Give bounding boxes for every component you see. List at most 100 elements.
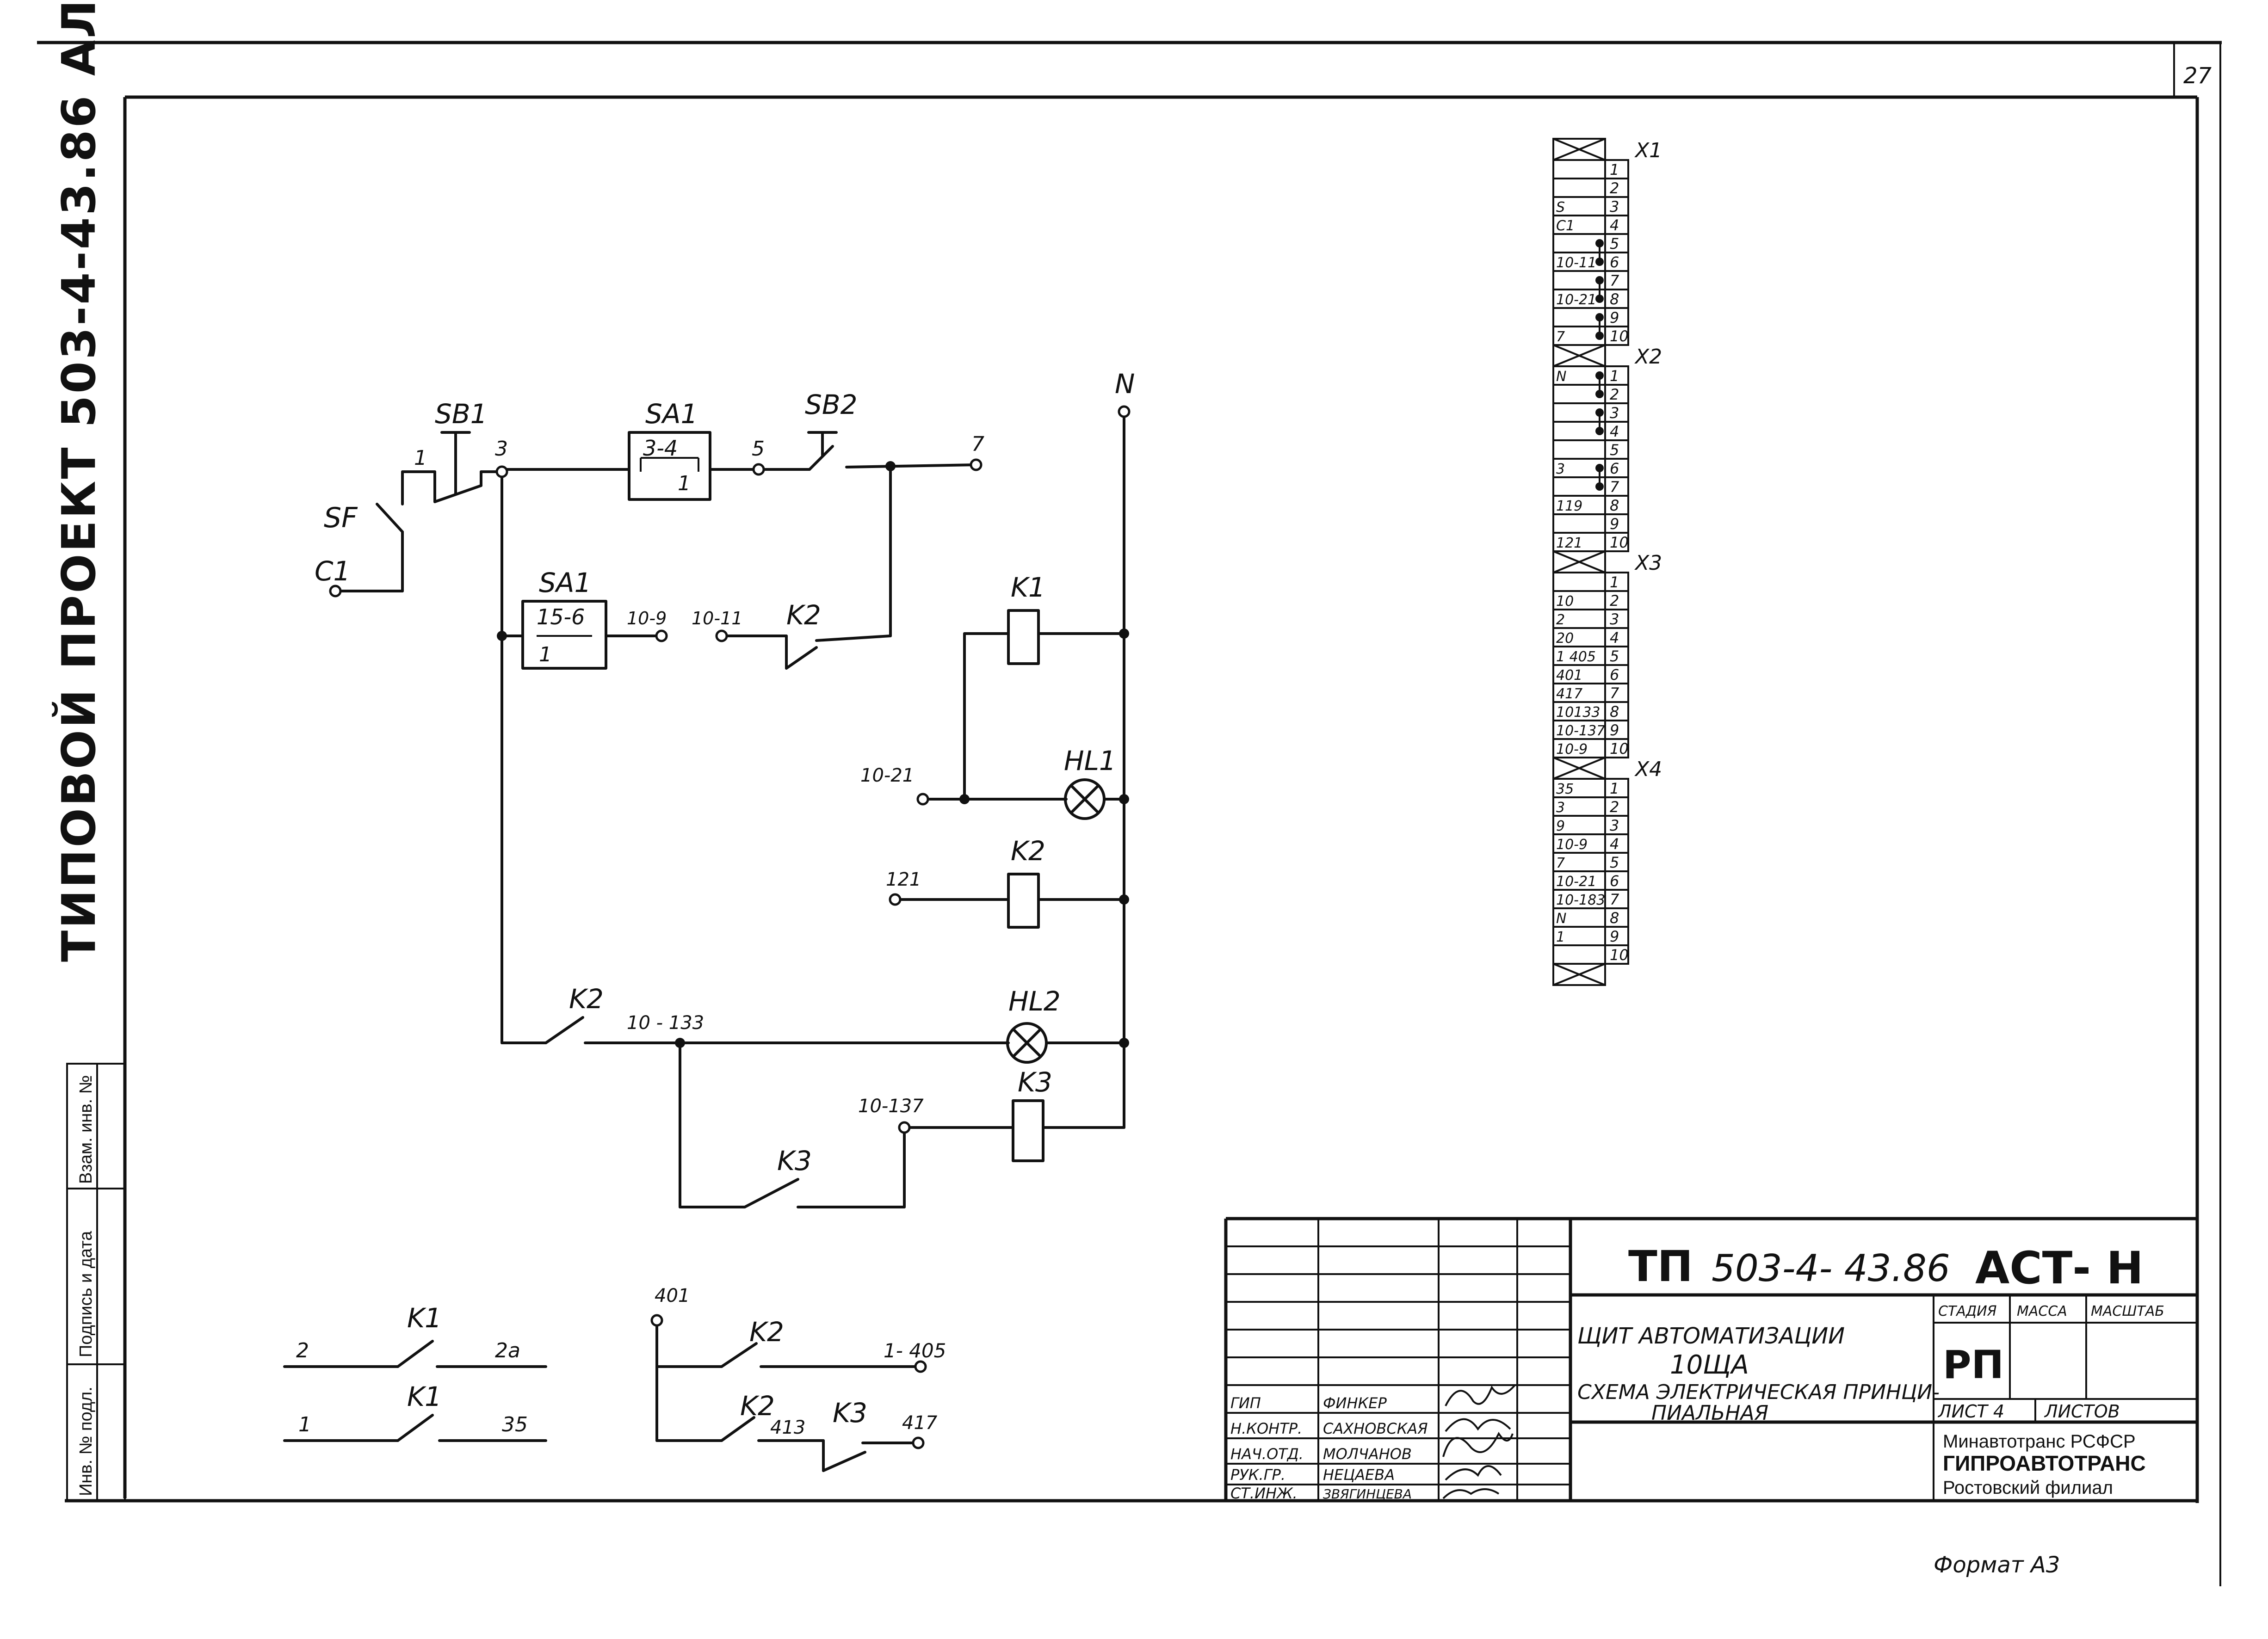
label-sb1: SB1 (435, 398, 488, 430)
terminal-number: 6 (1610, 872, 1619, 890)
stamp-label-inv: Инв. № подл. (76, 1386, 96, 1496)
terminal-wire-label: 7 (1556, 855, 1565, 871)
terminal-jumper (1595, 239, 1604, 266)
terminal-number: 5 (1610, 647, 1619, 665)
stamp-label-sign: Подпись и дата (76, 1231, 96, 1357)
terminal-jumper (1595, 371, 1604, 398)
label-w10-11: 10-11 (692, 608, 742, 628)
label-c-1-405: 1- 405 (884, 1339, 946, 1362)
terminal-number: 5 (1610, 441, 1619, 459)
stamp-label-vzam: Взам. инв. № (76, 1075, 96, 1184)
terminal-number: 10 (1610, 534, 1629, 551)
tb-name-0: ФИНКЕР (1323, 1394, 1387, 1412)
label-sa1-bot: SA1 (539, 567, 591, 598)
terminal-jumper (1595, 464, 1604, 491)
terminal-number: 3 (1610, 610, 1619, 628)
tb-org-1: Минавтотранс РСФСР (1943, 1431, 2136, 1452)
tb-head-scale: МАСШТАБ (2091, 1303, 2164, 1319)
terminal-wire-label: 2 (1556, 612, 1565, 628)
label-k3-no: K3 (777, 1145, 812, 1177)
terminal-jumper (1595, 313, 1604, 340)
tb-name-3: НЕЦАЕВА (1323, 1466, 1395, 1484)
label-n: N (1115, 368, 1135, 400)
label-hl1: HL1 (1064, 745, 1116, 776)
label-w5: 5 (752, 437, 765, 461)
tb-stage: РП (1943, 1342, 2004, 1387)
tb-code-prefix: ТП (1628, 1242, 1693, 1291)
label-c-2a: 2a (495, 1339, 520, 1362)
tb-title-3: СХЕМА ЭЛЕКТРИЧЕСКАЯ ПРИНЦИ- (1577, 1380, 1940, 1404)
terminal-wire-label: 1 405 (1556, 649, 1596, 665)
terminal-number: 9 (1610, 515, 1619, 533)
label-w10-137: 10-137 (858, 1096, 924, 1117)
terminal-number: 10 (1610, 327, 1629, 345)
tb-head-stage: СТАДИЯ (1938, 1303, 1997, 1319)
terminal-number: 6 (1610, 460, 1619, 477)
tb-sheets: ЛИСТОВ (2044, 1401, 2120, 1422)
terminal-wire-label: 10-21 (1556, 874, 1596, 890)
series-caption: ТИПОВОЙ ПРОЕКТ 503-4-43.86 АЛЬБОМ Ⅴ (52, 0, 106, 962)
label-sa1-top-pos: 3-4 (643, 436, 678, 461)
tb-role-2: НАЧ.ОТД. (1230, 1445, 1304, 1463)
terminal-number: 9 (1610, 309, 1619, 327)
terminal-wire-label: 10-9 (1556, 837, 1588, 853)
tb-title-4: ПИАЛЬНАЯ (1651, 1401, 1768, 1425)
label-c-1: 1 (298, 1413, 311, 1436)
title-block (1224, 1217, 2197, 1501)
terminal-wire-label: 10-11 (1556, 255, 1596, 271)
main-circuit (334, 410, 1125, 1208)
contact-circuits (283, 1314, 927, 1472)
terminal-block-name: X4 (1634, 758, 1662, 781)
label-w10-9: 10-9 (627, 608, 667, 628)
label-sb2: SB2 (805, 389, 858, 420)
terminal-wire-label: N (1556, 911, 1566, 927)
tb-head-mass: МАССА (2017, 1303, 2067, 1319)
tb-sheet: ЛИСТ 4 (1937, 1401, 2004, 1422)
terminal-number: 4 (1610, 423, 1619, 440)
terminal-number: 8 (1610, 703, 1619, 721)
tb-role-3: РУК.ГР. (1230, 1466, 1285, 1484)
terminal-number: 7 (1610, 478, 1619, 496)
label-c1: C1 (315, 555, 350, 587)
terminal-number: 1 (1610, 573, 1619, 591)
terminal-wire-label: C1 (1556, 218, 1575, 234)
label-w121: 121 (886, 869, 921, 890)
terminal-number: 2 (1610, 798, 1619, 816)
label-c-k3: K3 (833, 1397, 867, 1429)
terminal-number: 2 (1610, 179, 1619, 197)
terminal-number: 7 (1610, 684, 1619, 702)
terminal-number: 4 (1610, 216, 1619, 234)
terminal-block-name: X3 (1634, 551, 1662, 575)
label-c-k2b: K2 (740, 1390, 775, 1422)
terminal-number: 1 (1610, 161, 1619, 179)
label-c-k2a: K2 (749, 1316, 784, 1348)
terminal-wire-label: 3 (1556, 800, 1565, 816)
circuit-terminals (329, 405, 1131, 1134)
terminal-number: 10 (1610, 946, 1629, 964)
label-c-413: 413 (770, 1417, 805, 1438)
label-sa1-top: SA1 (645, 398, 698, 430)
label-k3-coil: K3 (1018, 1066, 1052, 1098)
terminal-wire-label: 10 (1556, 593, 1574, 610)
tb-name-1: САХНОВСКАЯ (1323, 1420, 1428, 1437)
terminal-wire-label: 10-9 (1556, 741, 1588, 758)
tb-title-2: 10ЩА (1670, 1350, 1749, 1380)
tb-role-1: Н.КОНТР. (1230, 1420, 1302, 1437)
terminal-wire-label: 1 (1556, 929, 1565, 945)
terminal-number: 9 (1610, 721, 1619, 739)
terminal-number: 4 (1610, 629, 1619, 647)
label-w10-133: 10 - 133 (627, 1012, 704, 1034)
terminal-number: 9 (1610, 928, 1619, 945)
terminal-number: 7 (1610, 272, 1619, 290)
tb-title-1: ЩИТ АВТОМАТИЗАЦИИ (1577, 1323, 1845, 1349)
terminal-wire-label: S (1556, 199, 1565, 216)
terminal-number: 2 (1610, 592, 1619, 610)
label-c-k1b: K1 (407, 1381, 442, 1412)
format-note: Формат А3 (1934, 1552, 2060, 1578)
label-sa1-bot-pos: 15-6 (537, 604, 585, 629)
